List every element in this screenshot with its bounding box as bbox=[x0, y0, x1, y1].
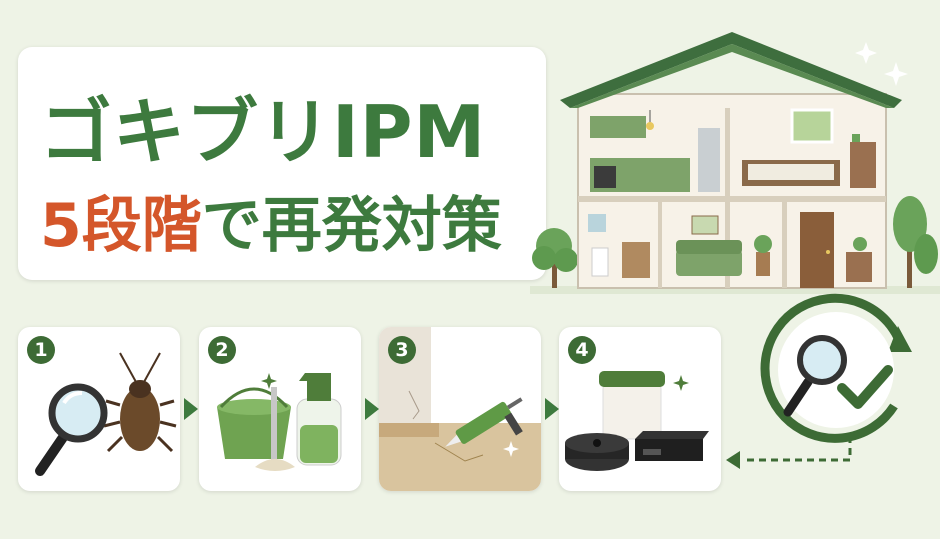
return-dashed-arrow bbox=[726, 436, 852, 469]
step-card-1: 1 bbox=[18, 327, 180, 491]
cleaning-bucket-spray-icon bbox=[217, 373, 342, 471]
step-number: 4 bbox=[568, 336, 596, 364]
magnifier-cockroach-icon bbox=[35, 352, 177, 476]
title-rest: で再発対策 bbox=[201, 191, 502, 261]
title-card: ゴキブリIPM 5段階で再発対策 bbox=[18, 47, 546, 280]
step-number: 2 bbox=[208, 336, 236, 364]
step-card-3: 3 bbox=[379, 327, 541, 491]
tree-right bbox=[893, 196, 938, 288]
tree-left bbox=[532, 228, 578, 288]
arrow-1 bbox=[184, 398, 198, 420]
title-subtitle: 5段階で再発対策 bbox=[40, 177, 502, 264]
title-accent: 5段階 bbox=[40, 191, 202, 261]
step-card-4: 4 bbox=[559, 327, 721, 491]
house-illustration bbox=[530, 32, 940, 294]
step-number: 1 bbox=[27, 336, 55, 364]
monitoring-cycle-icon bbox=[760, 293, 912, 443]
step-card-2: 2 bbox=[199, 327, 361, 491]
step-number: 3 bbox=[388, 336, 416, 364]
arrow-2 bbox=[365, 398, 379, 420]
title-main: ゴキブリIPM bbox=[40, 90, 487, 174]
caulking-gun-icon bbox=[379, 327, 541, 491]
arrow-3 bbox=[545, 398, 559, 420]
bait-station-trap-icon bbox=[565, 371, 709, 471]
